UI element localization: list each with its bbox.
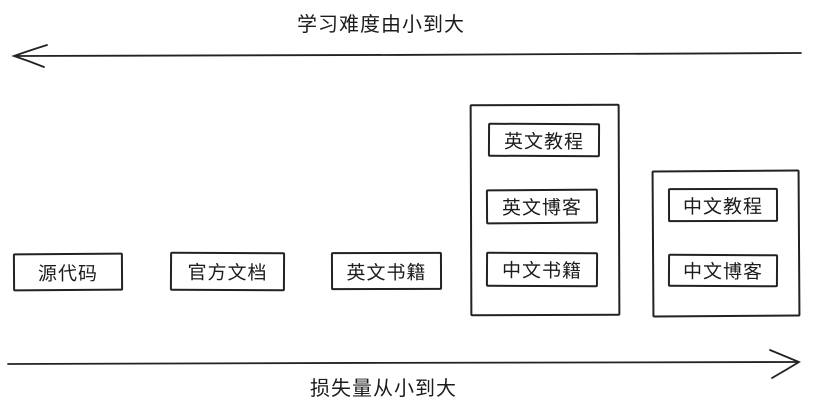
box-english-tutorial: 英文教程: [487, 122, 601, 158]
box-official-docs-label: 官方文档: [187, 262, 268, 285]
box-chinese-blog: 中文博客: [667, 253, 779, 288]
left-arrow-icon: [11, 44, 802, 68]
right-arrow-icon: [7, 349, 801, 379]
box-chinese-books-label: 中文书籍: [501, 260, 583, 283]
box-english-books: 英文书籍: [330, 251, 443, 291]
box-english-blog: 英文博客: [485, 188, 599, 225]
box-english-books-label: 英文书籍: [346, 262, 427, 284]
box-official-docs: 官方文档: [169, 251, 286, 292]
box-chinese-books: 中文书籍: [485, 251, 599, 288]
box-chinese-tutorial: 中文教程: [667, 187, 779, 223]
box-chinese-tutorial-label: 中文教程: [682, 196, 764, 218]
box-source-code: 源代码: [12, 252, 124, 292]
box-english-blog-label: 英文博客: [501, 197, 583, 220]
box-source-code-label: 源代码: [37, 263, 99, 285]
box-chinese-blog-label: 中文博客: [682, 261, 764, 284]
top-axis-label: 学习难度由小到大: [297, 14, 465, 36]
box-english-tutorial-label: 英文教程: [503, 131, 585, 153]
bottom-axis-label: 损失量从小到大: [310, 378, 457, 400]
